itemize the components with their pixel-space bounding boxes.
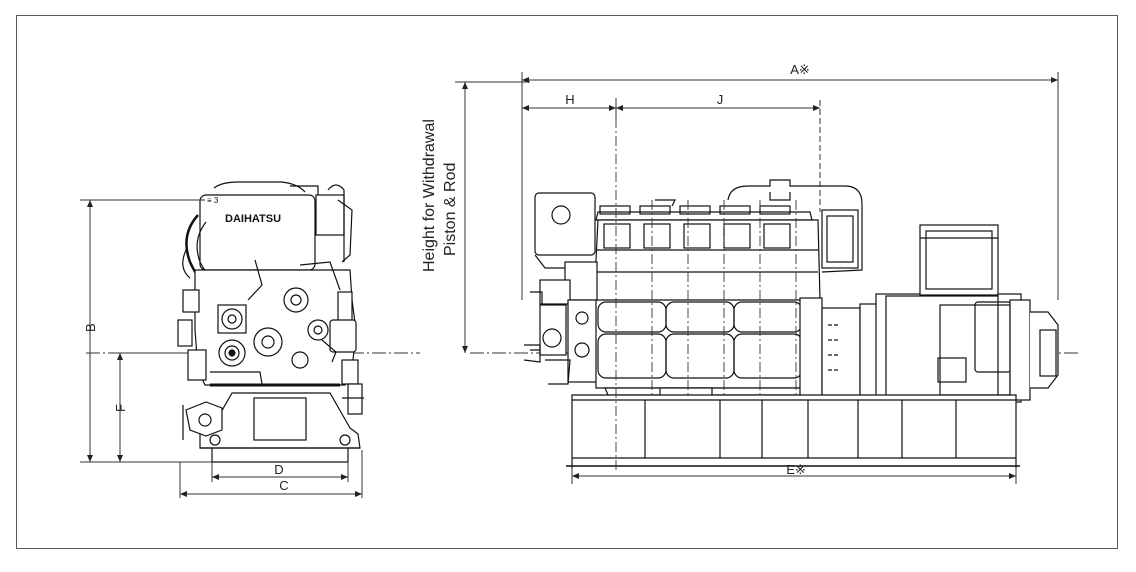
brand-label: DAIHATSU [225,213,281,225]
dimension-label-e: E※ [786,462,806,477]
dimension-label-a: A※ [790,62,810,77]
withdrawal-height-label-line2: Piston & Rod [442,163,459,256]
side-dimensions [521,72,1059,484]
drawing-frame [16,15,1118,549]
dimension-label-f: F [113,404,128,412]
front-view-engine [177,181,364,463]
front-dimensions [80,199,363,498]
dimension-label-b: B [83,323,98,332]
dimension-label-h: H [565,92,574,107]
side-view-engine [523,179,1059,468]
nameplate-label: ≡ 3 [207,196,219,205]
dimension-label-j: J [717,92,724,107]
withdrawal-height-label-line1: Height for Withdrawal [421,119,438,272]
withdrawal-height-dimension [455,81,530,353]
cylinder-centerlines [615,100,797,470]
dimension-label-d: D [274,462,283,477]
dimension-label-c: C [279,478,288,493]
